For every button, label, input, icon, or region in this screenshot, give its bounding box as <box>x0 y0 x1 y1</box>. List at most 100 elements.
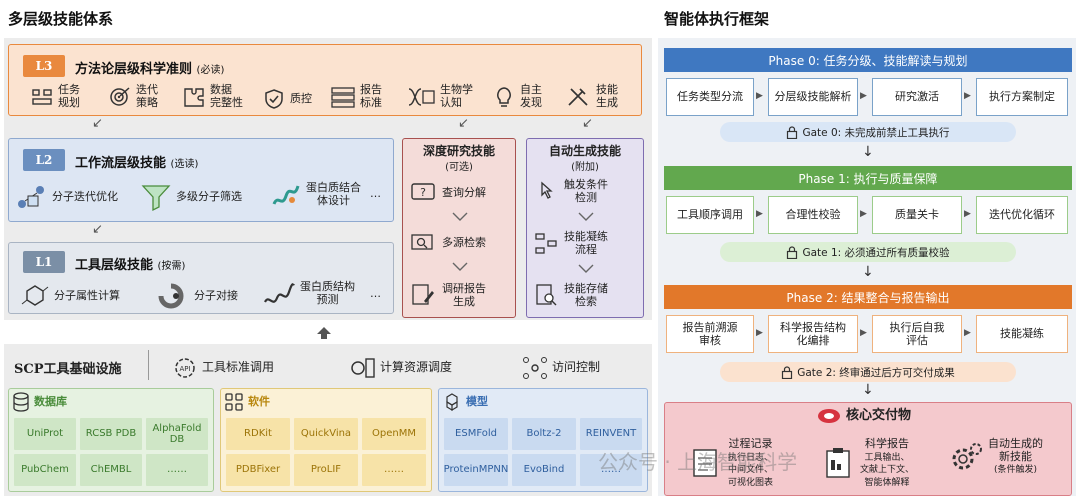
phase2-step: 报告前溯源审核 <box>666 315 754 353</box>
divider <box>148 350 149 380</box>
compute-icon <box>351 358 375 378</box>
l2-item-protein: 蛋白质结合体设计 <box>270 180 361 210</box>
auto-box <box>526 138 644 318</box>
deliverables-box <box>664 402 1072 496</box>
multi-search-icon <box>411 234 433 250</box>
l3-item-qc: 质控 <box>262 88 312 110</box>
db-cell: UniProt <box>14 418 76 450</box>
svg-text:?: ? <box>420 186 426 199</box>
scp-feature-access: 访问控制 <box>522 356 600 380</box>
left-title: 多层级技能体系 <box>8 10 114 28</box>
chevron-down-icon <box>578 212 594 221</box>
database-icon <box>13 392 29 412</box>
task-plan-icon <box>32 88 52 105</box>
model-cell: …… <box>580 454 642 486</box>
l3-item-discover: 自主发现 <box>492 83 542 109</box>
model-title: 模型 <box>442 392 488 412</box>
l1-item-dock: 分子对接 <box>156 282 238 310</box>
molecule-chart-icon <box>18 186 44 208</box>
document-search-icon <box>536 284 557 306</box>
db-title: 数据库 <box>12 392 67 412</box>
phase1-step: 工具顺序调用 <box>666 196 754 234</box>
report-list-icon <box>331 86 355 108</box>
arrow-right: ▶ <box>860 328 867 338</box>
db-cell: RCSB PDB <box>80 418 142 450</box>
chevron-down-icon <box>452 212 468 221</box>
deliverable-process-log: 过程记录执行日志、中间文件、可视化图表 <box>690 437 773 489</box>
right-title: 智能体执行框架 <box>664 10 770 28</box>
trophy-icon <box>818 409 840 423</box>
target-icon <box>110 87 130 106</box>
l2-box: L2 工作流层级技能 (选读) <box>8 138 394 222</box>
puzzle-icon <box>184 87 204 107</box>
db-cell: PubChem <box>14 454 76 486</box>
deliverable-report: 科学报告工具输出、文献上下文、智能体解释 <box>822 437 914 489</box>
l1-box: L1 工具层级技能 (按需) <box>8 242 394 314</box>
auto-step-2: 技能凝练流程 <box>534 230 608 256</box>
auto-step-3: 技能存储检索 <box>534 282 608 308</box>
deep-step-2: 多源检索 <box>410 232 486 254</box>
shield-check-icon <box>265 89 283 109</box>
deep-title: 深度研究技能 <box>422 144 495 158</box>
question-bubble-icon: ? <box>411 183 435 200</box>
l3-item-task: 任务规划 <box>30 83 80 109</box>
db-cell: AlphaFold DB <box>146 418 208 450</box>
auto-step-1: 触发条件检测 <box>534 178 608 204</box>
arrow-right: ▶ <box>756 209 763 219</box>
hexagon-molecule-icon <box>21 285 49 306</box>
model-cell: Boltz-2 <box>512 418 576 450</box>
phase1-step: 质量关卡 <box>872 196 962 234</box>
phase2-step: 科学报告结构化编排 <box>768 315 858 353</box>
phase0-header: Phase 0: 任务分级、技能解读与规划 <box>664 48 1072 72</box>
deep-box <box>402 138 516 318</box>
phase2-step: 执行后自我评估 <box>872 315 962 353</box>
chevron-down-icon <box>578 264 594 273</box>
gears-icon <box>952 442 982 470</box>
l2-title: 工作流层级技能 (选读) <box>75 156 199 171</box>
protein-icon <box>272 185 300 205</box>
l3-item-gen: 技能生成 <box>566 83 618 109</box>
auto-note: (附加) <box>571 162 599 173</box>
phase0-step: 研究激活 <box>872 78 962 116</box>
l1-item-struct: 蛋白质结构预测 <box>262 280 355 308</box>
cubes-icon <box>446 393 458 412</box>
scp-title: SCP工具基础设施 <box>14 362 122 377</box>
deep-step-1: ? 查询分解 <box>410 182 486 204</box>
docking-icon <box>158 283 184 309</box>
l1-item-prop: 分子属性计算 <box>20 282 120 310</box>
svg-text:API: API <box>179 365 190 373</box>
scp-feature-api: API 工具标准调用 <box>172 356 274 380</box>
funnel-icon <box>141 185 171 212</box>
db-cell: …… <box>146 454 208 486</box>
phase1-step: 迭代优化循环 <box>976 196 1068 234</box>
l3-item-report: 报告标准 <box>330 83 382 109</box>
l3-box: L3 方法论层级科学准则 (必读) <box>8 44 642 116</box>
clipboard-icon <box>826 448 850 478</box>
auto-title: 自动生成技能 <box>548 144 621 158</box>
arrow-right: ▶ <box>860 209 867 219</box>
up-arrow-icon <box>317 327 331 339</box>
arrow-right: ▶ <box>756 328 763 338</box>
dash-arrow: ↙ <box>92 116 103 131</box>
l2-more: … <box>370 187 381 200</box>
dna-icon <box>408 87 435 106</box>
arrow-right: ▶ <box>860 91 867 101</box>
sw-cell: QuickVina <box>294 418 358 450</box>
access-network-icon <box>523 357 547 379</box>
model-cell: ESMFold <box>444 418 508 450</box>
deep-step-3: 调研报告生成 <box>410 282 486 308</box>
phase1-header: Phase 1: 执行与质量保障 <box>664 166 1072 190</box>
dash-arrow: ↙ <box>458 116 469 131</box>
l3-item-iter: 迭代策略 <box>108 83 158 109</box>
lock-icon <box>787 125 798 139</box>
db-cell: ChEMBL <box>80 454 142 486</box>
apps-grid-icon <box>225 393 243 411</box>
lightbulb-icon <box>497 86 511 107</box>
arrow-right: ▶ <box>964 91 971 101</box>
dash-arrow: ↙ <box>582 116 593 131</box>
report-edit-icon <box>412 284 434 305</box>
lock-icon <box>787 245 798 259</box>
lock-icon <box>782 365 793 379</box>
gate1: Gate 1: 必须通过所有质量校验 <box>720 242 1016 262</box>
l3-item-bio: 生物学认知 <box>406 83 473 109</box>
